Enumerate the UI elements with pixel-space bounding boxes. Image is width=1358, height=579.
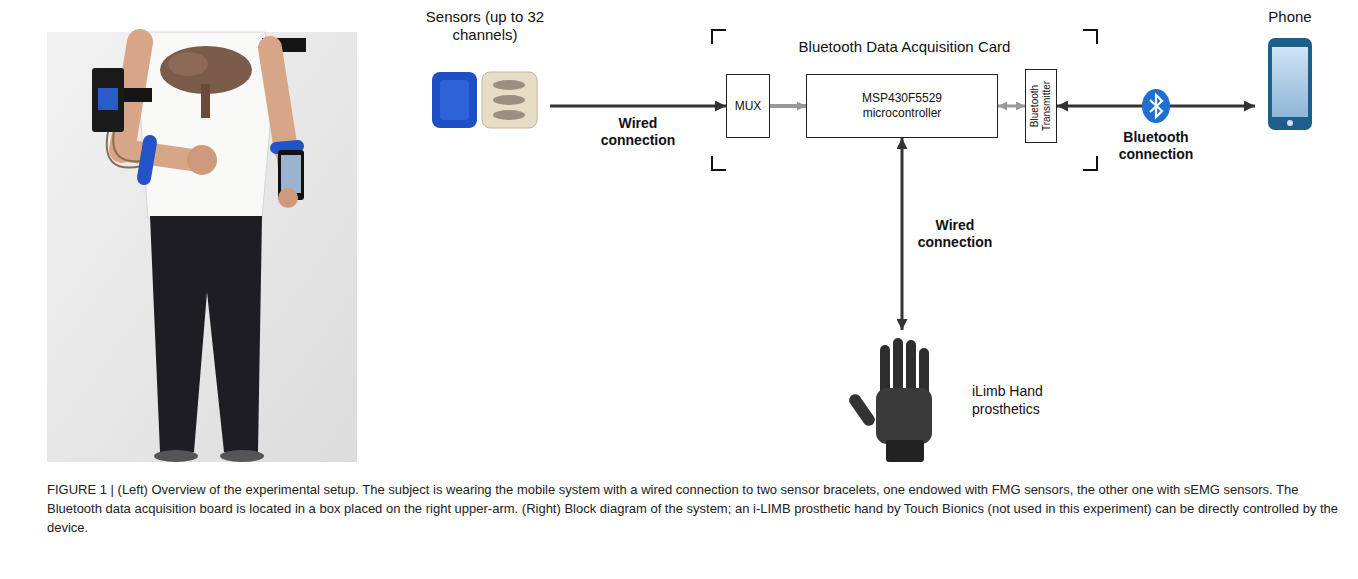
bracket [712,30,1097,170]
process-box: MUX [726,74,770,138]
node-text: Bluetooth Transmitter [1029,73,1053,139]
node-text: MSP430F5529 microcontroller [846,91,958,121]
edge-label: Wired connection [914,216,996,252]
connector [901,138,904,330]
prosthesis-group: iLimb Hand prosthetics [850,330,1045,465]
process-box: Bluetooth Transmitter [1025,69,1057,143]
connector [770,104,806,108]
bluetooth-logo [1142,89,1170,123]
connector [550,105,726,108]
phone-icon [1268,38,1312,130]
node-text: Sensors (up to 32 channels) [420,8,550,44]
edge-label: Wired connection [597,114,679,150]
card-region: Bluetooth Data Acquisition CardMUX MSP430… [712,30,1097,170]
photo [47,32,357,462]
hand-icon [847,338,932,462]
phone-group: Phone [1255,8,1325,133]
node-text: MUX [735,99,762,113]
process-box: MSP430F5529 microcontroller [806,74,998,138]
node-text: Bluetooth Data Acquisition Card [712,38,1097,56]
figure-caption: FIGURE 1 | (Left) Overview of the experi… [47,480,1342,537]
edge-label: Bluetooth connection [1111,128,1201,164]
connector [998,105,1025,108]
node-text: iLimb Hand prosthetics [972,382,1044,418]
sensor-icon [432,72,537,128]
sensor-group: Sensors (up to 32 channels) [420,8,550,133]
node-text: Phone [1255,8,1325,26]
